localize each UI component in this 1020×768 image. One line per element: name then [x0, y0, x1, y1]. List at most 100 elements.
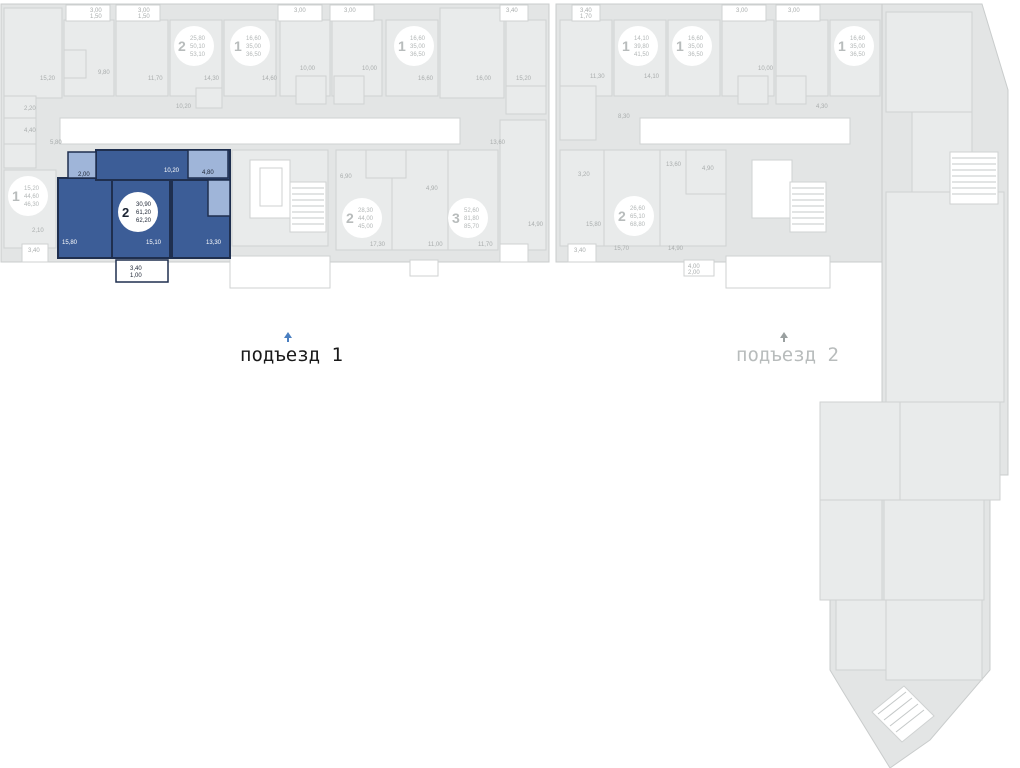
svg-text:14,90: 14,90: [528, 222, 544, 228]
svg-text:16,60: 16,60: [688, 36, 704, 42]
svg-text:16,60: 16,60: [410, 36, 426, 42]
apartment-labels-section-2: 1 14,10 39,80 41,50 1 16,60 35,00 36,50 …: [574, 8, 874, 276]
svg-text:44,00: 44,00: [358, 216, 374, 222]
svg-text:4,90: 4,90: [702, 166, 714, 172]
svg-text:35,00: 35,00: [410, 44, 426, 50]
svg-text:35,00: 35,00: [850, 44, 866, 50]
svg-text:14,10: 14,10: [644, 74, 660, 80]
svg-text:45,00: 45,00: [358, 224, 374, 230]
svg-text:4,40: 4,40: [24, 128, 36, 134]
selected-total: 61,20: [136, 210, 152, 216]
svg-text:25,80: 25,80: [190, 36, 206, 42]
svg-text:68,80: 68,80: [630, 222, 646, 228]
svg-text:1: 1: [622, 38, 630, 54]
svg-text:36,50: 36,50: [410, 52, 426, 58]
svg-text:3,00: 3,00: [344, 8, 356, 14]
svg-text:65,10: 65,10: [630, 214, 646, 220]
svg-text:35,00: 35,00: [246, 44, 262, 50]
svg-text:15,20: 15,20: [40, 76, 56, 82]
svg-text:16,60: 16,60: [850, 36, 866, 42]
entrance-2-label: подъезд 2: [736, 344, 839, 366]
room-a-area: 15,80: [62, 240, 78, 246]
room-c-area: 13,30: [206, 240, 222, 246]
svg-text:1,50: 1,50: [138, 14, 150, 20]
svg-text:2,20: 2,20: [24, 106, 36, 112]
svg-text:36,50: 36,50: [850, 52, 866, 58]
svg-text:15,20: 15,20: [24, 186, 40, 192]
svg-text:16,60: 16,60: [246, 36, 262, 42]
svg-text:15,80: 15,80: [586, 222, 602, 228]
svg-text:10,00: 10,00: [362, 66, 378, 72]
bath-area: 2,00: [78, 172, 90, 178]
svg-text:3,20: 3,20: [578, 172, 590, 178]
svg-text:15,20: 15,20: [516, 76, 532, 82]
svg-text:36,50: 36,50: [688, 52, 704, 58]
svg-text:2: 2: [178, 38, 186, 54]
balconies-section-2: [567, 4, 821, 277]
svg-text:1: 1: [398, 38, 406, 54]
svg-text:2: 2: [618, 208, 626, 224]
svg-text:46,30: 46,30: [24, 202, 40, 208]
entrance-1-label: подъезд 1: [240, 344, 343, 366]
svg-text:11,70: 11,70: [478, 242, 493, 248]
svg-text:6,90: 6,90: [340, 174, 352, 180]
svg-text:14,90: 14,90: [668, 246, 684, 252]
svg-text:39,80: 39,80: [634, 44, 650, 50]
svg-text:8,30: 8,30: [618, 114, 630, 120]
svg-text:2,00: 2,00: [688, 270, 700, 276]
svg-text:5,80: 5,80: [50, 140, 62, 146]
svg-text:11,70: 11,70: [148, 76, 163, 82]
svg-text:3,40: 3,40: [28, 248, 40, 254]
selected-living: 30,90: [136, 202, 152, 208]
svg-text:1,70: 1,70: [580, 14, 592, 20]
svg-text:16,00: 16,00: [476, 76, 492, 82]
svg-text:9,80: 9,80: [98, 70, 110, 76]
svg-text:4,30: 4,30: [816, 104, 828, 110]
svg-text:10,00: 10,00: [300, 66, 316, 72]
svg-text:41,50: 41,50: [634, 52, 650, 58]
svg-text:53,10: 53,10: [190, 52, 206, 58]
svg-text:14,60: 14,60: [262, 76, 278, 82]
svg-text:1: 1: [676, 38, 684, 54]
svg-text:11,00: 11,00: [428, 242, 443, 248]
balcony-area-b: 1,00: [130, 273, 142, 279]
entrance-1-arrow-icon: [284, 332, 292, 338]
svg-text:85,70: 85,70: [464, 224, 480, 230]
svg-text:81,80: 81,80: [464, 216, 480, 222]
svg-text:1,50: 1,50: [90, 14, 102, 20]
svg-text:3,00: 3,00: [736, 8, 748, 14]
svg-text:14,30: 14,30: [204, 76, 220, 82]
svg-text:1: 1: [838, 38, 846, 54]
svg-text:4,90: 4,90: [426, 186, 438, 192]
svg-text:3,40: 3,40: [574, 248, 586, 254]
svg-text:10,20: 10,20: [176, 104, 192, 110]
svg-text:17,30: 17,30: [370, 242, 386, 248]
svg-text:3,00: 3,00: [138, 8, 150, 14]
svg-text:3: 3: [452, 210, 460, 226]
svg-text:2,10: 2,10: [32, 228, 44, 234]
svg-text:3,40: 3,40: [506, 8, 518, 14]
svg-text:3,00: 3,00: [90, 8, 102, 14]
svg-text:13,60: 13,60: [490, 140, 506, 146]
svg-text:50,10: 50,10: [190, 44, 206, 50]
svg-text:1: 1: [12, 188, 20, 204]
svg-text:14,10: 14,10: [634, 36, 650, 42]
svg-text:16,60: 16,60: [418, 76, 434, 82]
selected-with-balcony: 62,20: [136, 218, 152, 224]
svg-text:10,00: 10,00: [758, 66, 774, 72]
selected-apartment[interactable]: 2 30,90 61,20 62,20 15,80 15,10 13,30 10…: [57, 149, 231, 283]
svg-text:35,00: 35,00: [688, 44, 704, 50]
room-b-area: 15,10: [146, 240, 162, 246]
svg-text:52,60: 52,60: [464, 208, 480, 214]
balconies-section-1: [21, 4, 529, 277]
svg-text:15,70: 15,70: [614, 246, 630, 252]
apartment-labels-section-1: 2 25,80 50,10 53,10 1 16,60 35,00 36,50 …: [8, 8, 544, 254]
svg-text:13,60: 13,60: [666, 162, 682, 168]
selected-rooms: 2: [122, 205, 129, 220]
wc-area: 4,80: [202, 170, 214, 176]
svg-text:44,60: 44,60: [24, 194, 40, 200]
svg-text:26,60: 26,60: [630, 206, 646, 212]
svg-text:11,30: 11,30: [590, 74, 605, 80]
svg-text:36,50: 36,50: [246, 52, 262, 58]
